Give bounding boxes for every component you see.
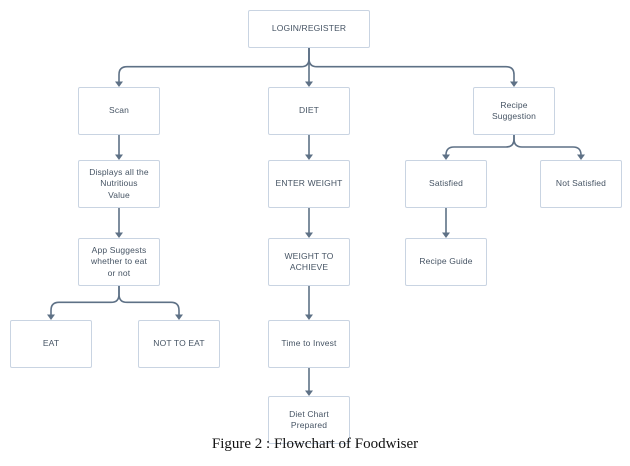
node-time_invest: Time to Invest xyxy=(268,320,350,368)
node-not_satisfied: Not Satisfied xyxy=(540,160,622,208)
node-satisfied: Satisfied xyxy=(405,160,487,208)
edge-app_suggests-to-eat xyxy=(50,286,120,315)
node-app_suggests: App Suggests whether to eat or not xyxy=(78,238,160,286)
edge-login-to-recipe_sug xyxy=(308,48,515,82)
node-label: Recipe Guide xyxy=(419,256,473,267)
node-eat: EAT xyxy=(10,320,92,368)
node-label: EAT xyxy=(42,338,60,349)
node-label: ENTER WEIGHT xyxy=(275,178,343,189)
node-label: Satisfied xyxy=(429,178,463,189)
node-nutritious: Displays all the Nutritious Value xyxy=(78,160,160,208)
node-label: Displays all the Nutritious Value xyxy=(89,166,149,200)
node-label: NOT TO EAT xyxy=(153,338,205,349)
figure-caption: Figure 2 : Flowchart of Foodwiser xyxy=(211,436,419,452)
edge-recipe_sug-to-satisfied xyxy=(445,135,515,156)
node-enter_weight: ENTER WEIGHT xyxy=(268,160,350,208)
node-label: App Suggests whether to eat or not xyxy=(91,244,147,278)
node-label: LOGIN/REGISTER xyxy=(271,23,347,34)
node-recipe_guide: Recipe Guide xyxy=(405,238,487,286)
node-label: WEIGHT TO ACHIEVE xyxy=(284,250,334,273)
node-not_to_eat: NOT TO EAT xyxy=(138,320,220,368)
edge-login-to-scan xyxy=(118,48,310,82)
node-label: Diet Chart Prepared xyxy=(289,408,329,431)
node-label: Scan xyxy=(109,105,129,116)
node-label: Time to Invest xyxy=(281,338,337,349)
node-login: LOGIN/REGISTER xyxy=(248,10,370,48)
node-scan: Scan xyxy=(78,87,160,135)
node-label: Not Satisfied xyxy=(555,178,607,189)
node-weight_ach: WEIGHT TO ACHIEVE xyxy=(268,238,350,286)
node-diet: DIET xyxy=(268,87,350,135)
node-label: DIET xyxy=(299,105,319,116)
edge-app_suggests-to-not_to_eat xyxy=(118,286,180,315)
edge-recipe_sug-to-not_satisfied xyxy=(513,135,582,156)
node-label: Recipe Suggestion xyxy=(491,99,537,122)
node-recipe_sug: Recipe Suggestion xyxy=(473,87,555,135)
node-diet_chart: Diet Chart Prepared xyxy=(268,396,350,444)
